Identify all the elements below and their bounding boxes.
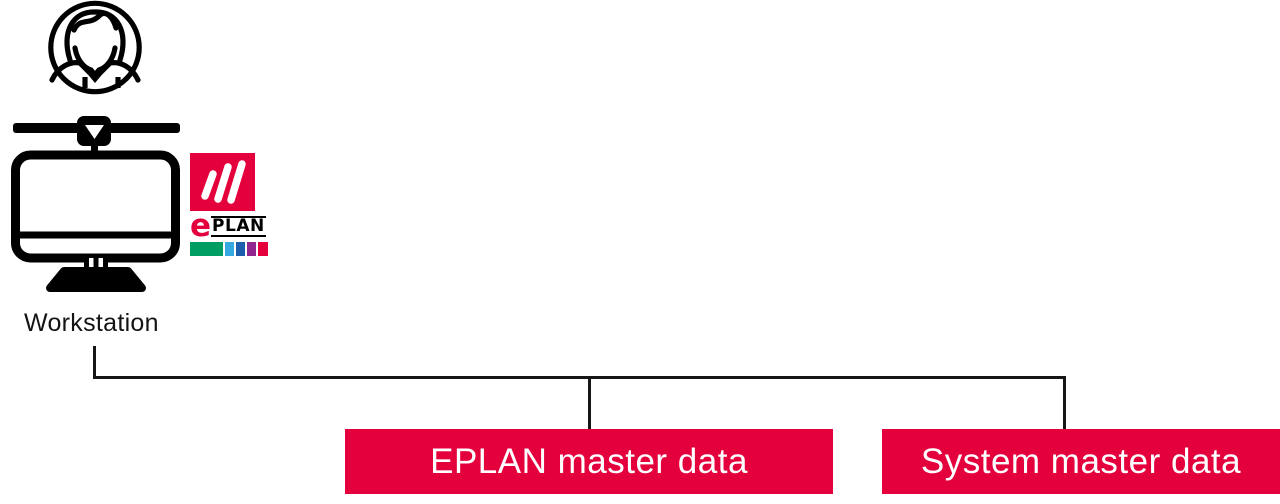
connector-drop-system-master-data bbox=[1063, 376, 1066, 429]
connector-workstation-vertical bbox=[93, 346, 96, 379]
eplan-wordmark-plan: PLAN bbox=[211, 215, 266, 237]
eplan-wordmark-e: e bbox=[190, 208, 211, 244]
node-eplan-master-data-label: EPLAN master data bbox=[430, 441, 748, 481]
eplan-slashes-icon bbox=[190, 153, 255, 211]
user-avatar-icon bbox=[48, 0, 142, 95]
connector-drop-eplan-master-data bbox=[588, 376, 591, 429]
connector-horizontal bbox=[93, 376, 1066, 379]
eplan-logo: e PLAN bbox=[190, 153, 268, 256]
eplan-color-bar bbox=[190, 242, 268, 256]
node-system-master-data: System master data bbox=[882, 429, 1280, 494]
eplan-wordmark: e PLAN bbox=[190, 208, 268, 244]
monitor-mount-icon bbox=[11, 116, 180, 292]
node-eplan-master-data: EPLAN master data bbox=[345, 429, 833, 494]
node-system-master-data-label: System master data bbox=[920, 441, 1242, 481]
workstation-label: Workstation bbox=[24, 309, 159, 337]
